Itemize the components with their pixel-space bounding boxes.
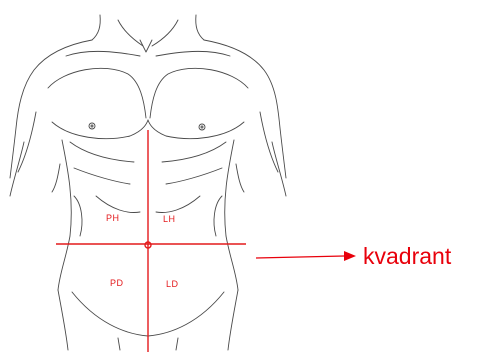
quadrant-label-lower-left: LD <box>166 279 179 289</box>
quadrant-label-lower-right: PD <box>110 278 124 288</box>
callout-arrow <box>256 251 356 261</box>
quadrant-label-upper-right: PH <box>106 213 120 223</box>
quadrant-label-upper-left: LH <box>163 214 176 224</box>
callout-label: kvadrant <box>363 243 451 270</box>
